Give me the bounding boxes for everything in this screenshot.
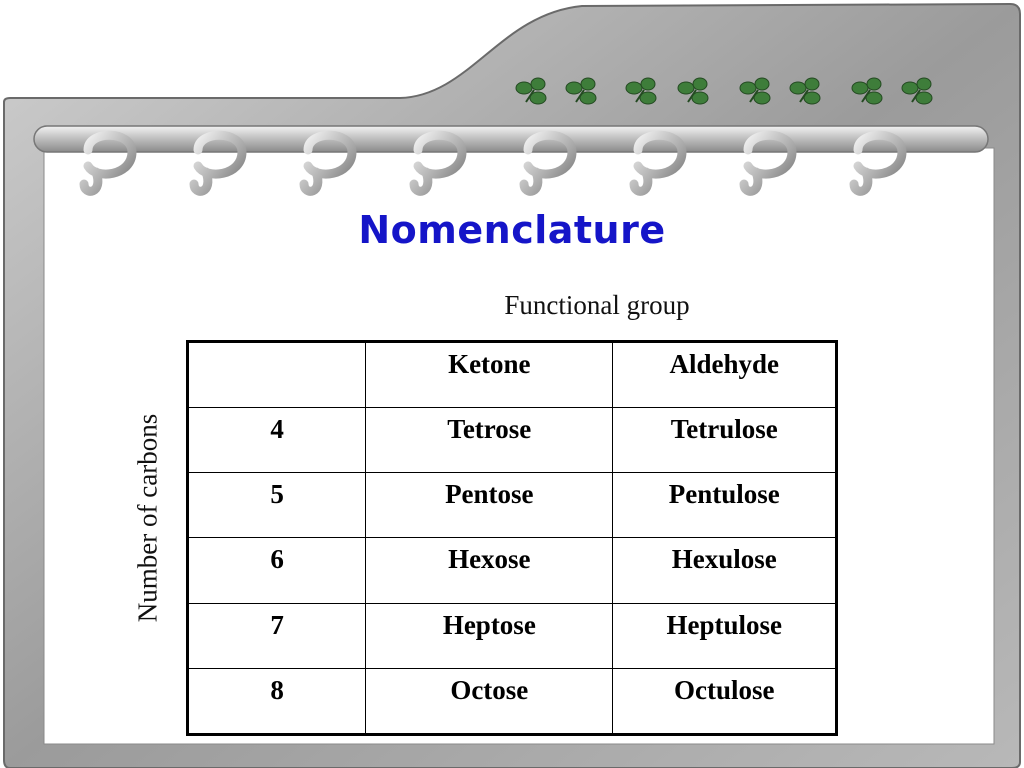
aldehyde-name-cell: Heptulose (612, 602, 837, 669)
leaf-decorations (515, 77, 933, 105)
nomenclature-table: Ketone Aldehyde 4 Tetrose Tetrulose 5 Pe… (186, 340, 838, 736)
aldehyde-name-cell: Hexulose (612, 537, 837, 604)
table-row: 8 Octose Octulose (186, 667, 837, 736)
ketone-name-cell: Hexose (365, 537, 614, 604)
table-row: 7 Heptose Heptulose (186, 602, 837, 669)
table-header-row: Ketone Aldehyde (186, 340, 837, 409)
column-heading: Functional group (504, 290, 690, 320)
table-row: 4 Tetrose Tetrulose (186, 407, 837, 474)
spiral-bar (33, 125, 989, 153)
table-row: 6 Hexose Hexulose (186, 537, 837, 604)
aldehyde-name-cell: Octulose (612, 667, 837, 736)
spiral-rings (79, 130, 907, 196)
carbon-count-cell: 8 (186, 667, 367, 736)
header-cell: Aldehyde (612, 340, 837, 409)
header-cell: Ketone (365, 340, 614, 409)
ketone-name-cell: Tetrose (365, 407, 614, 474)
aldehyde-name-cell: Tetrulose (612, 407, 837, 474)
carbon-count-cell: 4 (186, 407, 367, 474)
header-cell (186, 340, 367, 409)
page-title: Nomenclature (358, 208, 666, 252)
ketone-name-cell: Heptose (365, 602, 614, 669)
carbon-count-cell: 5 (186, 472, 367, 539)
carbon-count-cell: 7 (186, 602, 367, 669)
aldehyde-name-cell: Pentulose (612, 472, 837, 539)
ketone-name-cell: Pentose (365, 472, 614, 539)
table-row: 5 Pentose Pentulose (186, 472, 837, 539)
ketone-name-cell: Octose (365, 667, 614, 736)
carbon-count-cell: 6 (186, 537, 367, 604)
row-heading: Number of carbons (132, 413, 163, 623)
